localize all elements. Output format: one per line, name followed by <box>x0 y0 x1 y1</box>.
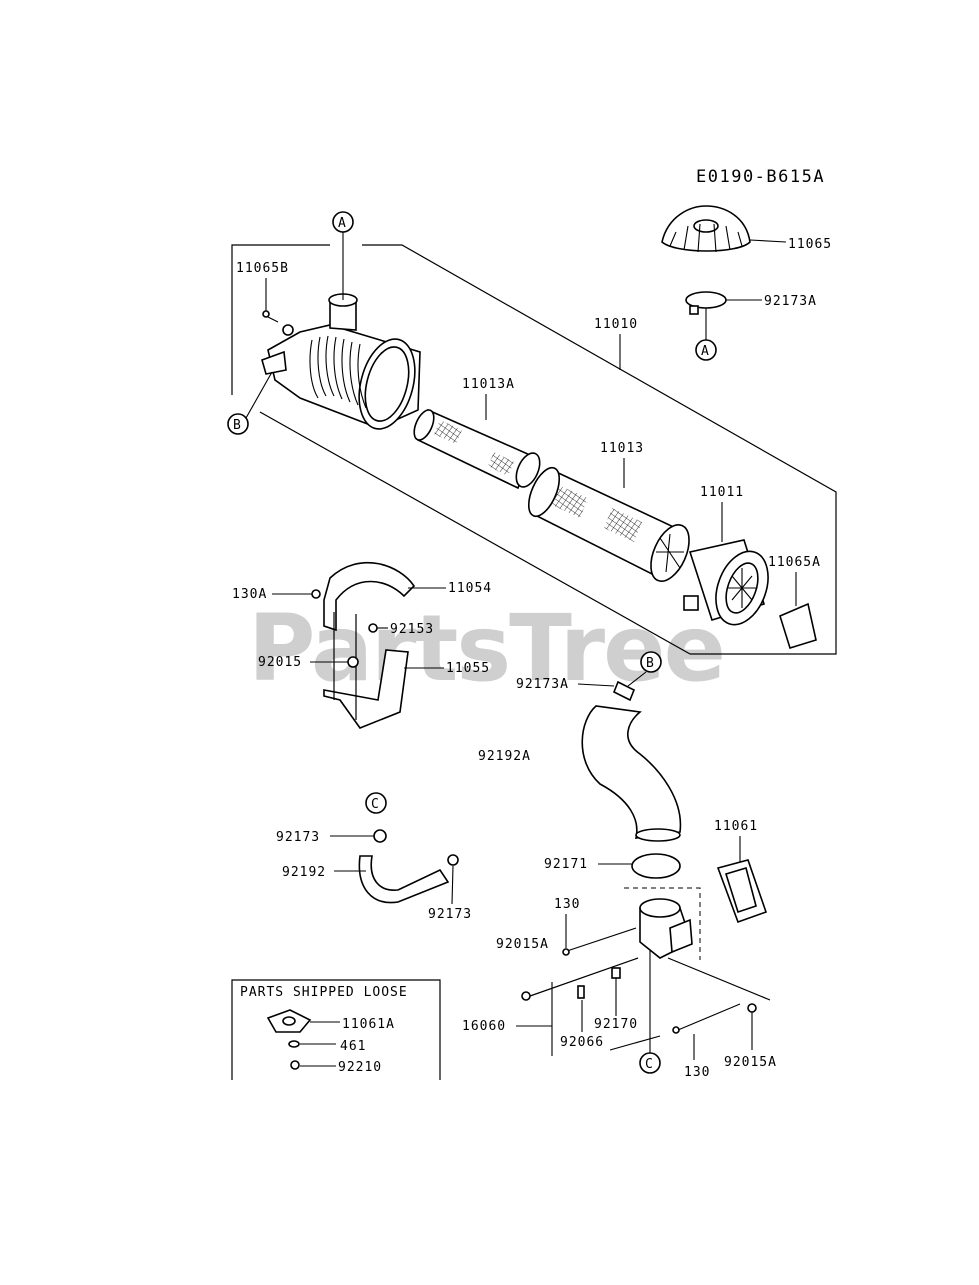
svg-text:C: C <box>645 1057 654 1072</box>
label-92015a-left: 92015A <box>496 937 549 952</box>
callout-b-hose: B <box>627 651 662 687</box>
svg-text:B: B <box>646 656 655 671</box>
washer-461 <box>288 1040 300 1048</box>
label-130-top: 130 <box>554 897 580 912</box>
label-11065a: 11065A <box>768 555 821 570</box>
svg-text:A: A <box>338 216 347 231</box>
air-cleaner-cap <box>683 539 769 626</box>
clamp-92171 <box>631 853 681 879</box>
callout-b-housing: B <box>227 371 273 435</box>
pin-11065b <box>262 310 270 318</box>
diagram-code: E0190-B615A <box>696 167 825 187</box>
callout-c-inlet: C <box>639 950 661 1074</box>
label-11061: 11061 <box>714 819 758 834</box>
label-11065b: 11065B <box>236 261 289 276</box>
callout-a-top: A <box>332 211 354 300</box>
parts-shipped-loose-box: PARTS SHIPPED LOOSE 11061A 461 92210 <box>231 979 441 1080</box>
precleaner-cap <box>661 205 751 253</box>
loose-item-11061a: 11061A <box>342 1017 395 1032</box>
parts-shipped-loose-title: PARTS SHIPPED LOOSE <box>240 985 408 1000</box>
inner-filter-element <box>413 408 541 490</box>
gasket-11061 <box>716 859 768 924</box>
svg-text:A: A <box>701 344 710 359</box>
label-92015: 92015 <box>258 655 302 670</box>
label-92171: 92171 <box>544 857 588 872</box>
outer-filter-element <box>527 466 690 582</box>
label-130-bottom: 130 <box>684 1065 710 1080</box>
label-92015a-right: 92015A <box>724 1055 777 1070</box>
watermark-text: PartsTree <box>248 595 724 702</box>
label-11013: 11013 <box>600 441 644 456</box>
bracket-assembly <box>311 561 416 729</box>
label-92173-left: 92173 <box>276 830 320 845</box>
callout-c-breather: C <box>365 792 387 814</box>
svg-text:B: B <box>233 418 242 433</box>
intake-hose-92192a <box>581 705 682 842</box>
label-92173a-top: 92173A <box>764 294 817 309</box>
label-11065: 11065 <box>788 237 832 252</box>
label-11010: 11010 <box>594 317 638 332</box>
breather-hose-92192 <box>358 829 459 904</box>
label-92192a: 92192A <box>478 749 531 764</box>
loose-item-461: 461 <box>340 1039 366 1054</box>
inlet-fasteners <box>521 927 771 1051</box>
label-92173a-mid: 92173A <box>516 677 569 692</box>
air-cleaner-housing <box>261 293 421 430</box>
label-92170: 92170 <box>594 1017 638 1032</box>
label-11055: 11055 <box>446 661 490 676</box>
label-92192: 92192 <box>282 865 326 880</box>
label-11054: 11054 <box>448 581 492 596</box>
svg-text:C: C <box>371 797 380 812</box>
label-92173-right: 92173 <box>428 907 472 922</box>
label-11013a: 11013A <box>462 377 515 392</box>
inlet-pipe <box>624 887 701 960</box>
air-cleaner-assembly-bracket <box>231 244 837 655</box>
label-11011: 11011 <box>700 485 744 500</box>
callout-a-cap: A <box>695 308 717 361</box>
label-92066: 92066 <box>560 1035 604 1050</box>
label-92153: 92153 <box>390 622 434 637</box>
label-130a: 130A <box>232 587 267 602</box>
clamp-92173a-mid <box>612 680 636 702</box>
evacuator-valve <box>779 602 817 649</box>
nut-92210 <box>290 1060 300 1070</box>
label-16060: 16060 <box>462 1019 506 1034</box>
loose-item-92210: 92210 <box>338 1060 382 1075</box>
